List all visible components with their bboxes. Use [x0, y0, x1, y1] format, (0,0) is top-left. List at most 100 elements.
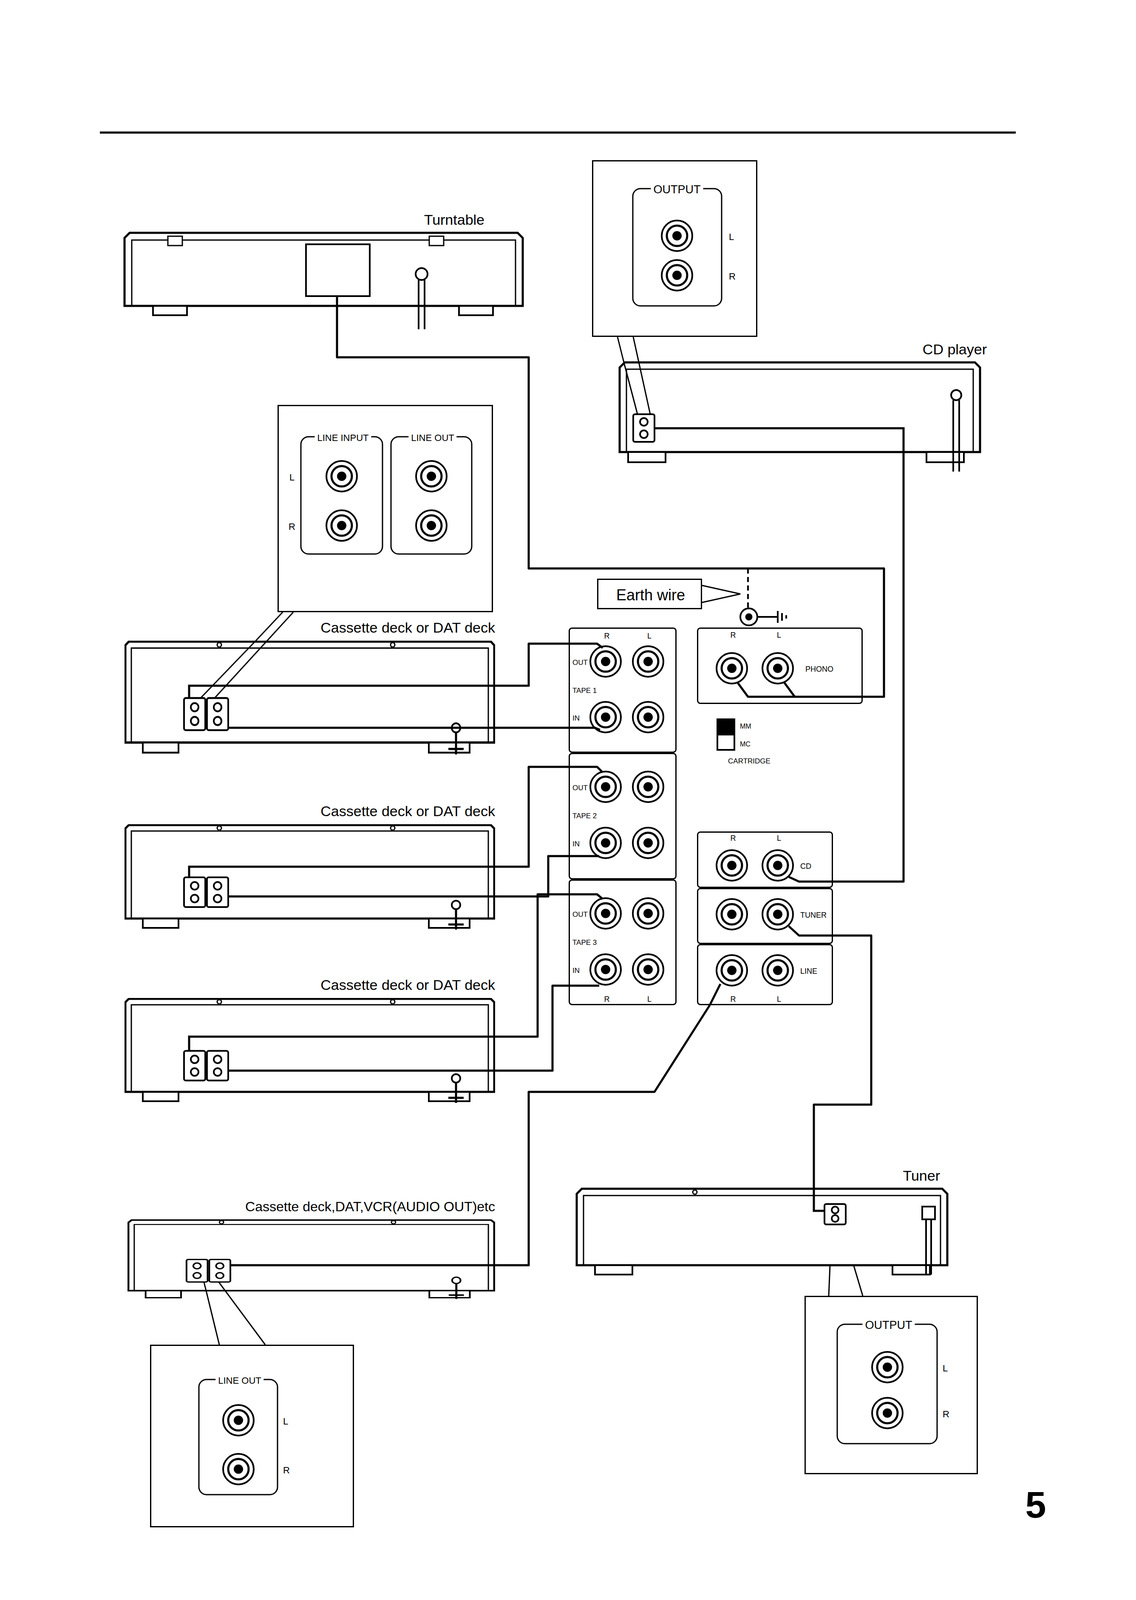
jack: [762, 653, 794, 684]
signal-cable: [832, 452, 904, 882]
callout-box: LINE INPUT LINE OUT L R: [277, 405, 493, 613]
jack-panel: OUTTAPE 2IN: [568, 753, 677, 880]
terminal-label: L: [776, 995, 782, 1005]
plug-cable: [568, 767, 603, 773]
jack-panel: R L CD: [696, 831, 833, 889]
tuner-drawing: [813, 1189, 825, 1212]
tuner-drawing: [576, 1189, 948, 1266]
jack: [416, 510, 447, 542]
earth-terminal: [702, 568, 787, 626]
jack: [716, 899, 748, 930]
terminal-label: CD: [800, 862, 812, 872]
component-box: Cassette deck or DAT deck: [124, 998, 496, 1093]
terminal-label: L: [289, 472, 295, 483]
signal-cable: [495, 643, 569, 686]
leader-line: [255, 612, 283, 641]
deck-drawing: [125, 999, 495, 1104]
part-label: CARTRIDGE: [728, 757, 771, 766]
terminal-label: IN: [572, 714, 580, 723]
deck-cable: [228, 895, 496, 899]
plug-cable: [737, 682, 863, 697]
terminal-label: R: [730, 631, 737, 641]
device-label: CD player: [922, 341, 987, 358]
component-box: Cassette deck or DAT deck: [124, 824, 496, 919]
terminal-label: OUT: [572, 659, 588, 668]
earth-terminal: [747, 568, 749, 608]
jack: [716, 653, 748, 684]
turntable-drawing: [305, 244, 370, 297]
terminal-label: L: [776, 631, 782, 641]
deck-cable: [189, 685, 496, 1266]
turntable-drawing: [152, 305, 187, 316]
jack-panel: TUNER: [696, 888, 833, 945]
tuner-drawing: [922, 1206, 935, 1220]
earth-terminal: [745, 613, 753, 621]
plug-cable: [788, 877, 833, 882]
component-box: Cassette deck,DAT,VCR(AUDIO OUT)etc: [127, 1219, 496, 1292]
callout-bracket: [390, 436, 472, 555]
callout-bracket: [198, 1379, 278, 1496]
callout-box: OUTPUTLR: [592, 160, 758, 338]
tuner-drawing: [926, 1219, 932, 1275]
terminal-label: TAPE 3: [572, 939, 597, 948]
terminal-label: L: [647, 995, 652, 1005]
cd-player-drawing: [640, 418, 648, 426]
part-label: MM: [739, 722, 752, 731]
callout-bracket: [300, 436, 383, 555]
terminal-label: PHONO: [805, 665, 834, 675]
signal-cable: [813, 935, 872, 1190]
cd-player-drawing: [654, 428, 904, 453]
terminal-label: R: [288, 521, 296, 533]
terminal-label: LINE OUT: [215, 1376, 264, 1387]
cd-player-drawing: [640, 430, 648, 439]
terminal-label: R: [730, 834, 737, 844]
earth-terminal: [757, 616, 778, 618]
pointer-label-box: Earth wire: [597, 578, 703, 610]
signal-cable: [495, 985, 569, 1071]
terminal-label: L: [776, 834, 782, 844]
cd-player-drawing: [633, 414, 655, 442]
leader-line: [203, 1282, 207, 1292]
plug-cable: [568, 643, 863, 1006]
cd-player-drawing: [633, 337, 651, 415]
jack-panel: R L PHONO: [696, 627, 863, 705]
device-label: Tuner: [902, 1168, 941, 1185]
terminal-label: OUT: [572, 911, 588, 920]
plug-cable: [709, 984, 721, 1006]
cd-player-drawing: [628, 452, 666, 463]
terminal-label: LINE OUT: [408, 433, 457, 444]
terminal-label: LINE INPUT: [314, 433, 372, 444]
terminal-label: R: [604, 995, 610, 1005]
device-label: Cassette deck,DAT,VCR(AUDIO OUT)etc: [245, 1199, 496, 1215]
jack-panel: OUTTAPE 3INRL: [568, 879, 677, 1006]
cd-player-drawing: [619, 362, 981, 453]
plug-cable: [568, 855, 600, 858]
plug-cable: [784, 682, 795, 697]
turntable-drawing: [429, 236, 444, 246]
terminal-label: R: [728, 271, 736, 282]
jack: [326, 510, 357, 542]
jack: [590, 954, 621, 986]
tuner-drawing: [831, 1206, 839, 1214]
jack: [632, 646, 664, 678]
callout-bracket: [837, 1324, 938, 1445]
tuner-drawing: [892, 1265, 930, 1275]
jack: [762, 899, 794, 930]
jack: [872, 1352, 903, 1383]
turntable-drawing: [167, 236, 183, 246]
device-label: Turntable: [424, 212, 485, 228]
jack-panel: LINERL: [696, 944, 833, 1006]
leader-line: [200, 640, 256, 699]
turntable-drawing: [124, 232, 523, 306]
signal-cable: [495, 727, 569, 730]
tuner-drawing: [692, 1190, 697, 1195]
jack: [223, 1454, 254, 1485]
jack: [661, 220, 693, 252]
jack: [590, 827, 621, 859]
terminal-label: L: [283, 1416, 289, 1428]
terminal-label: Earth wire: [616, 586, 686, 604]
jack: [590, 771, 621, 803]
component-box: Cassette deck or DAT deck: [124, 640, 496, 743]
turntable-drawing: [458, 305, 493, 316]
terminal-label: OUT: [572, 784, 588, 793]
